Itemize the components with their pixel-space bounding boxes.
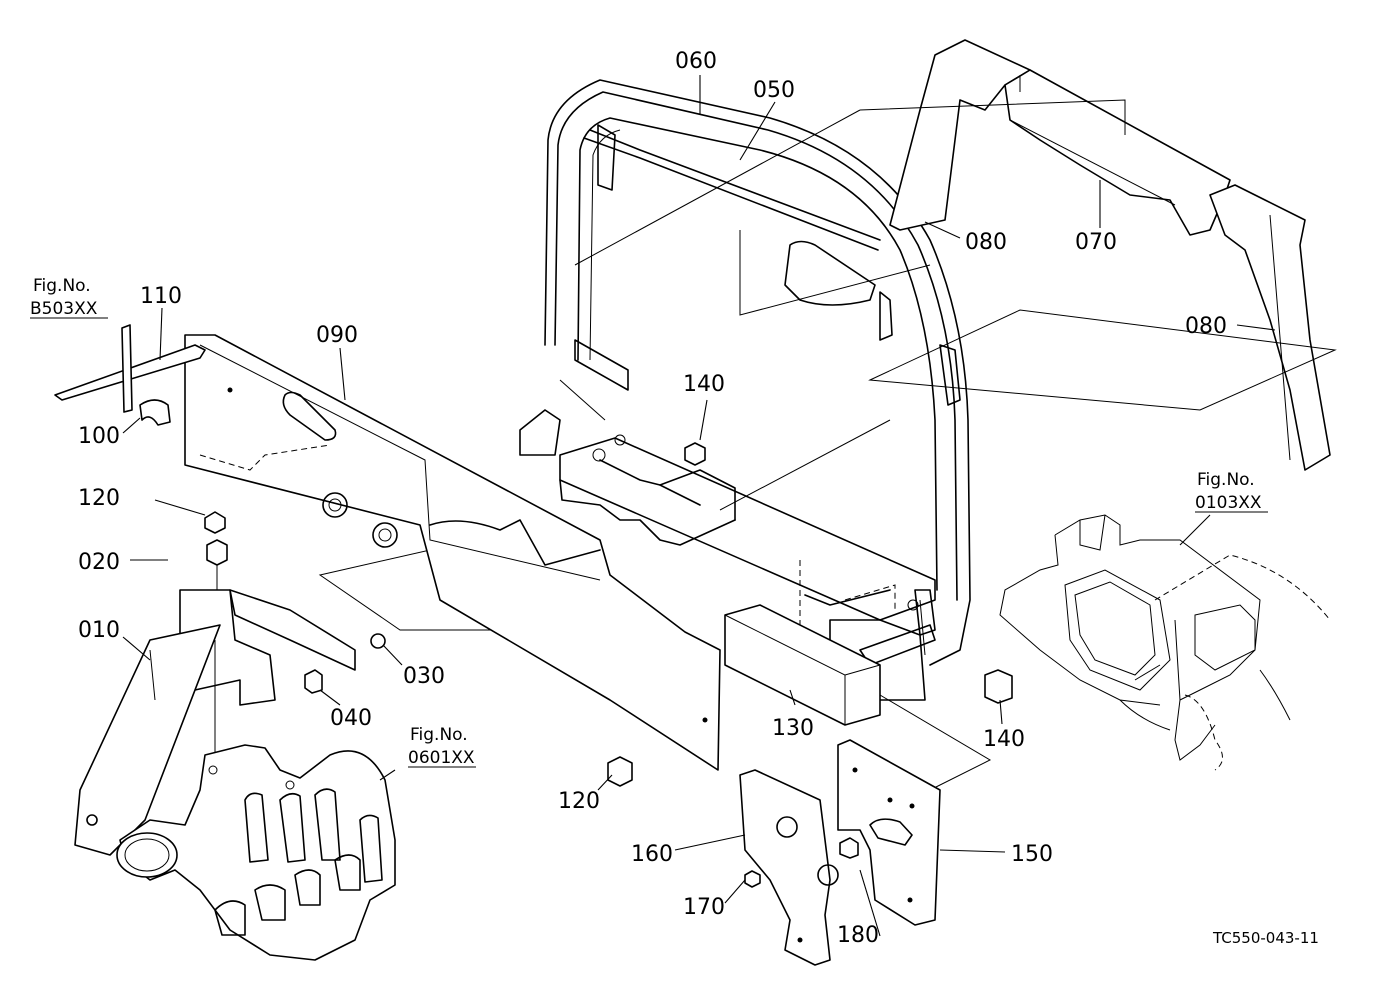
label-080-a: 080 — [965, 230, 1007, 255]
label-180: 180 — [837, 923, 879, 948]
mounting-bracket — [74, 589, 356, 856]
fig-ref-label-0601: Fig.No. — [410, 725, 468, 745]
label-120-b: 120 — [558, 789, 600, 814]
engine-block — [999, 514, 1331, 771]
exhaust-manifold — [116, 744, 396, 961]
cushion-block — [724, 604, 881, 726]
leader-lines — [30, 75, 1276, 937]
label-150: 150 — [1011, 842, 1053, 867]
fig-ref-label-b503: Fig.No. — [33, 276, 91, 296]
label-030: 030 — [403, 664, 445, 689]
fig-ref-number-b503: B503XX — [30, 299, 98, 319]
part-labels: 060 050 080 070 080 090 110 100 120 020 … — [78, 49, 1227, 948]
label-060: 060 — [675, 49, 717, 74]
figure-references: Fig.No. B503XX Fig.No. 0103XX Fig.No. 06… — [30, 276, 1262, 768]
drawing-code: TC550-043-11 — [1212, 929, 1319, 947]
cover-plates — [739, 739, 941, 966]
label-090: 090 — [316, 323, 358, 348]
label-080-b: 080 — [1185, 314, 1227, 339]
fasteners — [204, 442, 1013, 888]
label-170: 170 — [683, 895, 725, 920]
label-140-b: 140 — [983, 727, 1025, 752]
assembly-guide-lines — [318, 99, 1337, 791]
seal-parts — [889, 39, 1331, 471]
label-140-a: 140 — [683, 372, 725, 397]
fig-ref-number-0601: 0601XX — [408, 748, 475, 768]
label-040: 040 — [330, 706, 372, 731]
label-110: 110 — [140, 284, 182, 309]
label-100: 100 — [78, 424, 120, 449]
label-010: 010 — [78, 618, 120, 643]
side-panel — [184, 334, 721, 771]
label-160: 160 — [631, 842, 673, 867]
label-070: 070 — [1075, 230, 1117, 255]
label-130: 130 — [772, 716, 814, 741]
fig-ref-label-0103: Fig.No. — [1197, 470, 1255, 490]
fig-ref-number-0103: 0103XX — [1195, 493, 1262, 513]
label-020: 020 — [78, 550, 120, 575]
label-120-a: 120 — [78, 486, 120, 511]
label-050: 050 — [753, 78, 795, 103]
lower-frame — [559, 434, 936, 701]
stay-rod — [54, 324, 206, 426]
